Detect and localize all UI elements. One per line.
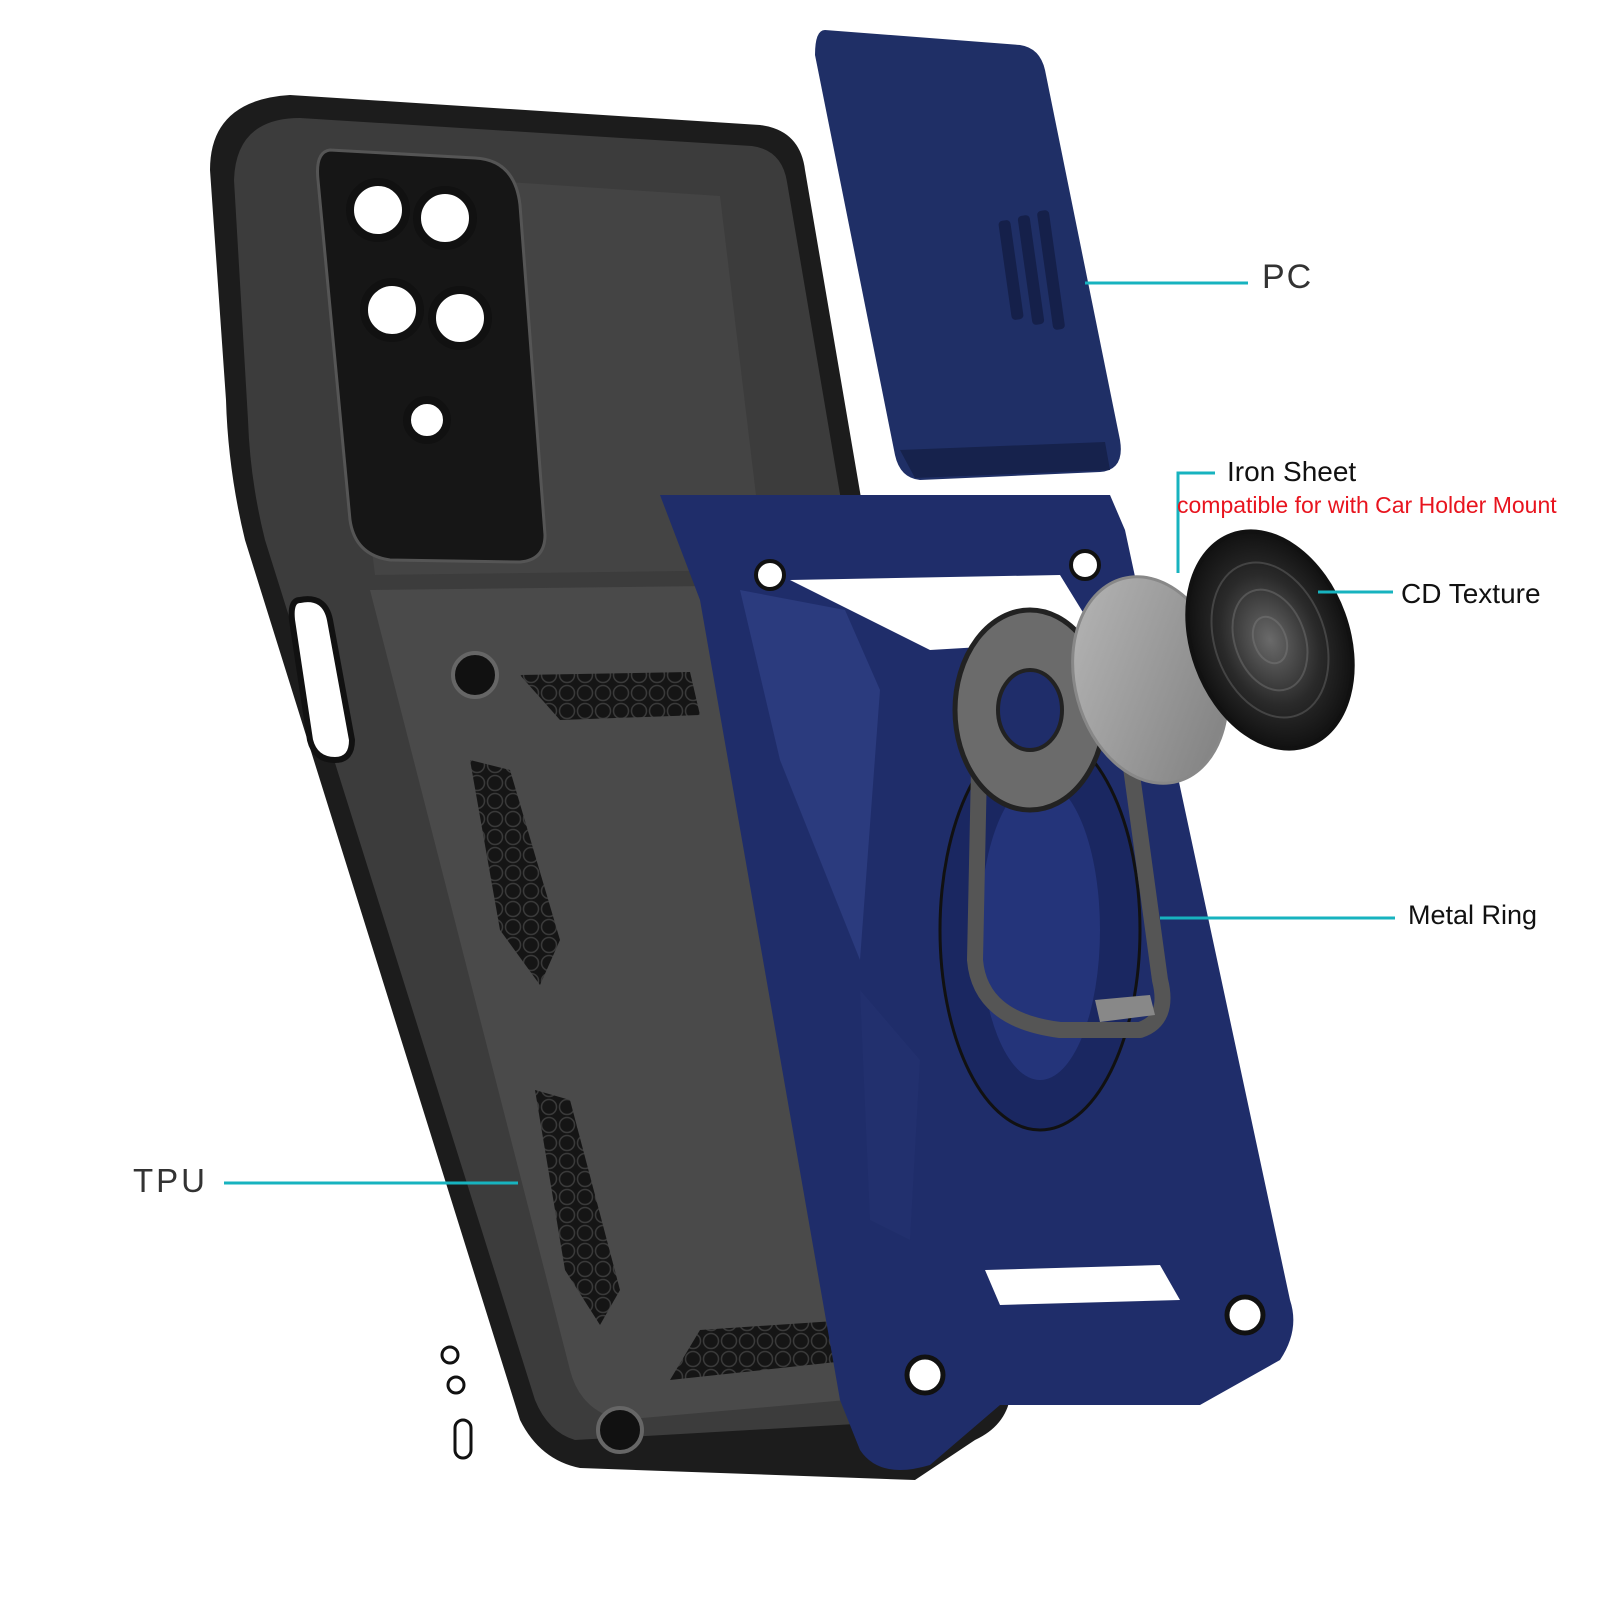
lens-hole — [413, 186, 477, 250]
label-iron-sheet-note: compatible for with Car Holder Mount — [1177, 492, 1557, 518]
grip-pad — [670, 1320, 855, 1380]
leader-line-iron-sheet — [1176, 471, 1215, 573]
leader-lines — [224, 281, 1395, 1185]
screw — [451, 651, 499, 699]
lens-hole — [360, 278, 424, 342]
lens-hole — [428, 286, 492, 350]
label-tpu: TPU — [133, 1162, 208, 1199]
flash-hole — [403, 396, 451, 444]
label-pc: PC — [1262, 258, 1314, 296]
camera-island — [316, 148, 547, 564]
label-metal-ring: Metal Ring — [1408, 900, 1538, 930]
lens-hole — [346, 178, 410, 242]
label-cd-texture: CD Texture — [1401, 578, 1541, 609]
grip-pad — [520, 672, 700, 720]
cd-texture-disc — [1185, 529, 1355, 751]
label-iron-sheet: Iron Sheet — [1227, 456, 1357, 487]
grip-pad — [470, 760, 560, 985]
pc-camera-slider — [815, 30, 1121, 480]
screw — [596, 1406, 644, 1454]
metal-ring — [952, 607, 1171, 1038]
grip-pad — [535, 1090, 620, 1325]
